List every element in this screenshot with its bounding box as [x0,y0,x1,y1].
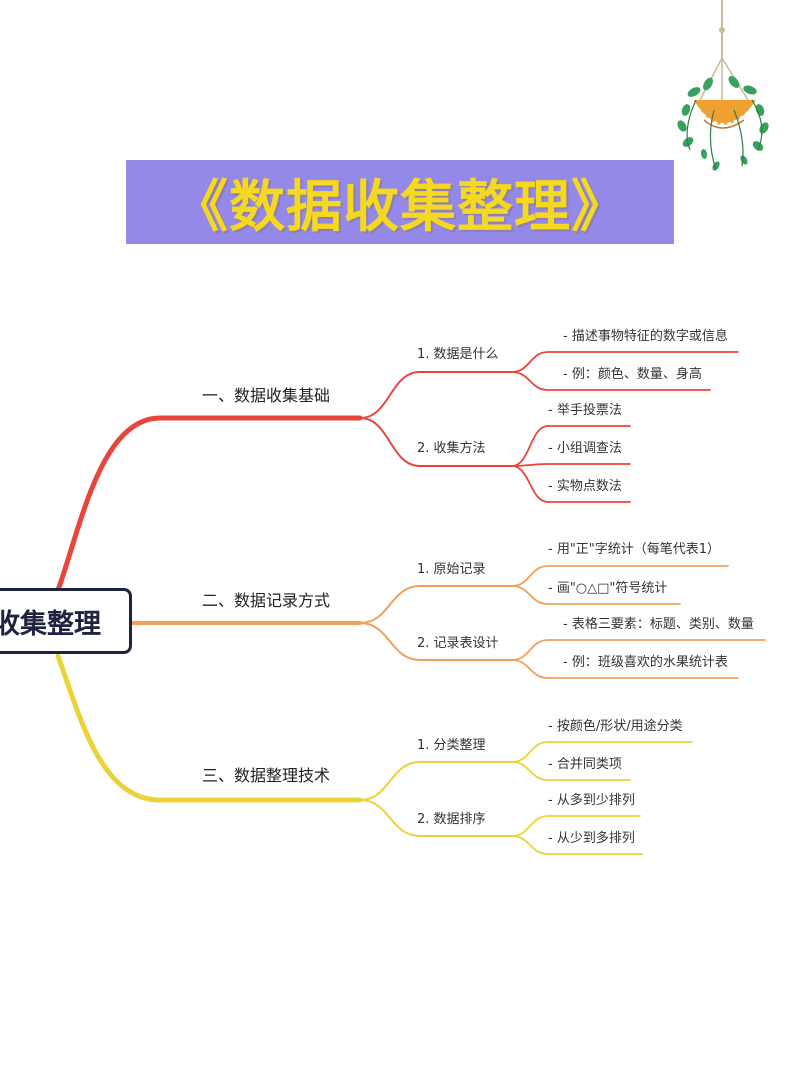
title-banner: 《数据收集整理》 [126,160,674,244]
sub-connector [359,585,513,624]
sub-connector [359,417,513,467]
branch-connector [55,415,363,593]
sub-connector [359,371,513,419]
leaf-label: - 小组调查法 [548,441,622,456]
leaf-connector [511,371,711,391]
sub-label: 2. 收集方法 [417,441,486,456]
leaf-connector [511,351,739,373]
leaf-label: - 例：班级喜欢的水果统计表 [563,655,728,670]
branch-label-collection: 一、数据收集基础 [202,386,331,405]
sub-label: 2. 记录表设计 [417,636,499,651]
leaf-connector [511,815,641,837]
sub-connector [359,799,513,837]
sub-connector [359,622,513,661]
sub-label: 1. 数据是什么 [417,347,499,362]
root-node: 收集整理 [0,588,132,654]
leaf-label: - 实物点数法 [548,479,622,494]
leaf-connector [511,761,631,781]
leaf-label: - 举手投票法 [548,403,622,418]
sub-connector [359,761,513,801]
leaf-label: - 按颜色/形状/用途分类 [548,719,683,734]
leaf-connector [511,425,631,467]
leaf-connector [511,585,681,605]
leaf-label: - 例：颜色、数量、身高 [563,367,702,382]
hanging-plant-icon [677,0,769,171]
sub-label: 1. 分类整理 [417,738,486,753]
branch-connector [55,653,363,803]
branch-label-organizing: 三、数据整理技术 [202,766,331,785]
leaf-label: - 描述事物特征的数字或信息 [563,329,728,344]
sub-label: 2. 数据排序 [417,812,486,827]
leaf-label: - 合并同类项 [548,757,622,772]
leaf-label: - 从多到少排列 [548,793,635,808]
leaf-label: - 从少到多排列 [548,831,635,846]
leaf-label: - 用"正"字统计（每笔代表1） [548,542,721,557]
leaf-connector [511,659,739,679]
leaf-label: - 表格三要素：标题、类别、数量 [563,617,754,632]
leaf-connector [511,465,631,503]
sub-label: 1. 原始记录 [417,562,486,577]
leaf-connector [511,639,766,661]
leaf-connector [511,835,643,855]
branch-label-recording: 二、数据记录方式 [202,591,331,610]
leaf-connector [511,565,729,587]
leaf-label: - 画"○△□"符号统计 [548,581,668,596]
root-label: 收集整理 [0,608,101,640]
leaf-connector [511,741,693,763]
page-title: 《数据收集整理》 [172,174,628,240]
leaf-connector [511,463,631,467]
